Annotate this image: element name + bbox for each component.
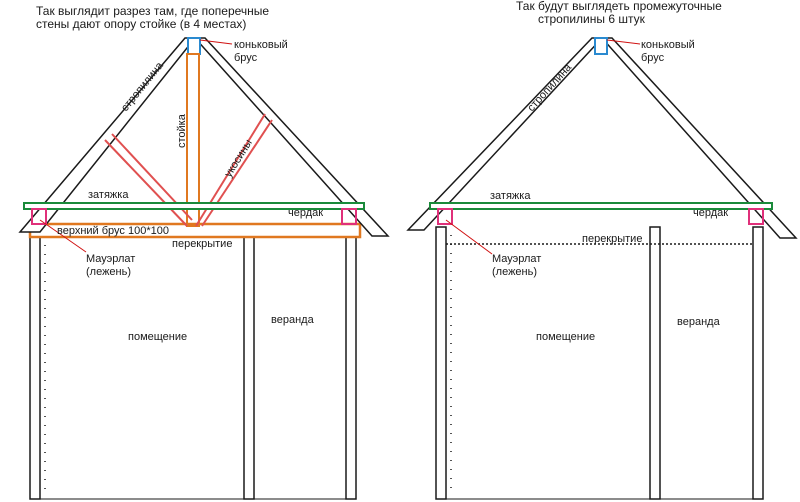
left-caption-line2: стены дают опору стойке (в 4 местах) — [36, 17, 246, 31]
right-rafter-right — [600, 37, 798, 239]
right-mauerlat-leader — [445, 219, 493, 255]
left-braces-label: укосины — [222, 137, 255, 179]
left-room-label: помещение — [128, 331, 187, 343]
right-room-label: помещение — [536, 331, 595, 343]
right-ridge-leader — [606, 39, 641, 45]
right-outer-wall-right — [752, 226, 764, 500]
left-brace-right-b — [201, 119, 273, 227]
left-mauerlat-leader — [39, 219, 87, 253]
left-floor-label: перекрытие — [172, 238, 232, 250]
right-caption-line2: стропилины 6 штук — [538, 12, 646, 26]
right-mauerlat-right — [748, 208, 764, 225]
left-mauerlat-label-line1: Мауэрлат — [86, 253, 135, 265]
right-ridge-label-line1: коньковый — [641, 39, 695, 51]
left-ridge-beam — [187, 37, 201, 55]
left-post — [186, 53, 200, 227]
left-outer-wall-left — [29, 236, 41, 500]
left-tie-label: затяжка — [88, 189, 129, 201]
right-ridge-label-line2: брус — [641, 52, 665, 64]
left-brace-left-a — [104, 139, 188, 227]
left-top-beam-label: верхний брус 100*100 — [57, 225, 169, 237]
left-outer-wall-right — [345, 236, 357, 500]
left-rafter-right — [193, 37, 390, 237]
left-tie — [23, 202, 365, 210]
right-ridge-beam — [594, 37, 608, 55]
right-attic-label: чердак — [693, 207, 728, 219]
right-tie-label: затяжка — [490, 190, 531, 202]
left-ridge-leader — [199, 39, 233, 45]
left-attic-label: чердак — [288, 207, 323, 219]
right-house: Так будут выглядеть промежуточные стропи… — [406, 0, 798, 500]
right-veranda-label: веранда — [677, 316, 721, 328]
right-tie — [429, 202, 773, 210]
left-mauerlat-right — [341, 208, 357, 225]
right-outer-wall-left — [435, 226, 447, 500]
right-floor-label: перекрытие — [582, 233, 642, 245]
left-caption-line1: Так выглядит разрез там, где поперечные — [36, 4, 269, 18]
left-post-label: стойка — [176, 113, 188, 148]
right-caption-line1: Так будут выглядеть промежуточные — [516, 0, 722, 13]
right-mauerlat-left — [437, 208, 453, 225]
left-mauerlat-left — [31, 208, 47, 225]
left-veranda-label: веранда — [271, 314, 315, 326]
left-mauerlat-label-line2: (лежень) — [86, 266, 131, 278]
left-rafter-label: стропилина — [119, 59, 166, 114]
right-mauerlat-label-line1: Мауэрлат — [492, 253, 541, 265]
right-mauerlat-label-line2: (лежень) — [492, 266, 537, 278]
right-rafter-label: стропилина — [525, 61, 574, 114]
left-house: Так выглядит разрез там, где поперечные … — [18, 4, 390, 500]
right-partition-wall — [649, 226, 661, 500]
left-partition-wall — [243, 236, 255, 500]
left-ridge-label-line2: брус — [234, 52, 258, 64]
left-ridge-label-line1: коньковый — [234, 39, 288, 51]
